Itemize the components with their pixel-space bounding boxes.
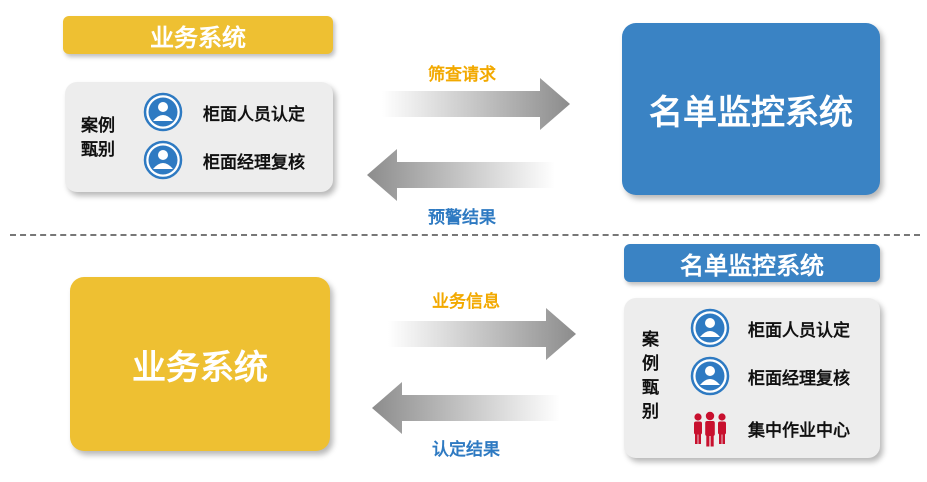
bottom-right-arrow (388, 308, 576, 360)
bottom-item-3: 集中作业中心 (690, 408, 850, 448)
top-monitor-system-text: 名单监控系统 (649, 92, 853, 133)
person-icon (690, 308, 730, 348)
person-icon (690, 356, 730, 396)
top-arrow-right-label: 筛查请求 (428, 65, 496, 85)
top-left-arrow (367, 149, 555, 201)
bottom-left-arrow (372, 382, 560, 434)
bottom-case-char-2: 例 (642, 354, 659, 374)
top-item-1-label: 柜面人员认定 (203, 104, 305, 125)
bottom-case-char-3: 甄 (642, 378, 659, 398)
top-right-arrow (382, 78, 570, 130)
bottom-business-text: 业务系统 (132, 347, 268, 388)
top-case-panel: 案例 甄别 柜面人员认定 柜面经理复核 (65, 82, 333, 192)
top-case-label-line1: 案例 (81, 116, 115, 136)
top-arrow-left-label: 预警结果 (428, 208, 496, 228)
bottom-item-2: 柜面经理复核 (690, 356, 850, 396)
top-business-header: 业务系统 (63, 16, 333, 54)
bottom-item-2-label: 柜面经理复核 (748, 368, 850, 389)
bottom-case-panel: 案 例 甄 别 柜面人员认定 柜面经理复核 (624, 298, 880, 458)
bottom-arrow-right-label: 业务信息 (432, 292, 500, 312)
bottom-arrow-left-label: 认定结果 (432, 440, 500, 460)
bottom-item-1-label: 柜面人员认定 (748, 320, 850, 341)
top-monitor-system-box: 名单监控系统 (622, 23, 880, 195)
top-item-1: 柜面人员认定 (143, 92, 305, 132)
bottom-case-label: 案 例 甄 别 (642, 328, 659, 424)
bottom-monitor-header: 名单监控系统 (624, 244, 880, 282)
group-icon (694, 411, 726, 447)
top-case-label-line2: 甄别 (81, 140, 115, 160)
bottom-item-3-label: 集中作业中心 (748, 420, 850, 441)
person-icon (143, 92, 183, 132)
top-business-header-text: 业务系统 (150, 23, 246, 52)
bottom-monitor-header-text: 名单监控系统 (680, 251, 824, 280)
bottom-case-char-1: 案 (642, 330, 659, 350)
bottom-business-box: 业务系统 (70, 277, 330, 451)
top-case-label: 案例 甄别 (81, 114, 115, 162)
person-icon (143, 140, 183, 180)
section-divider (10, 234, 920, 236)
top-item-2: 柜面经理复核 (143, 140, 305, 180)
top-item-2-label: 柜面经理复核 (203, 152, 305, 173)
bottom-case-char-4: 别 (642, 402, 659, 422)
bottom-item-1: 柜面人员认定 (690, 308, 850, 348)
